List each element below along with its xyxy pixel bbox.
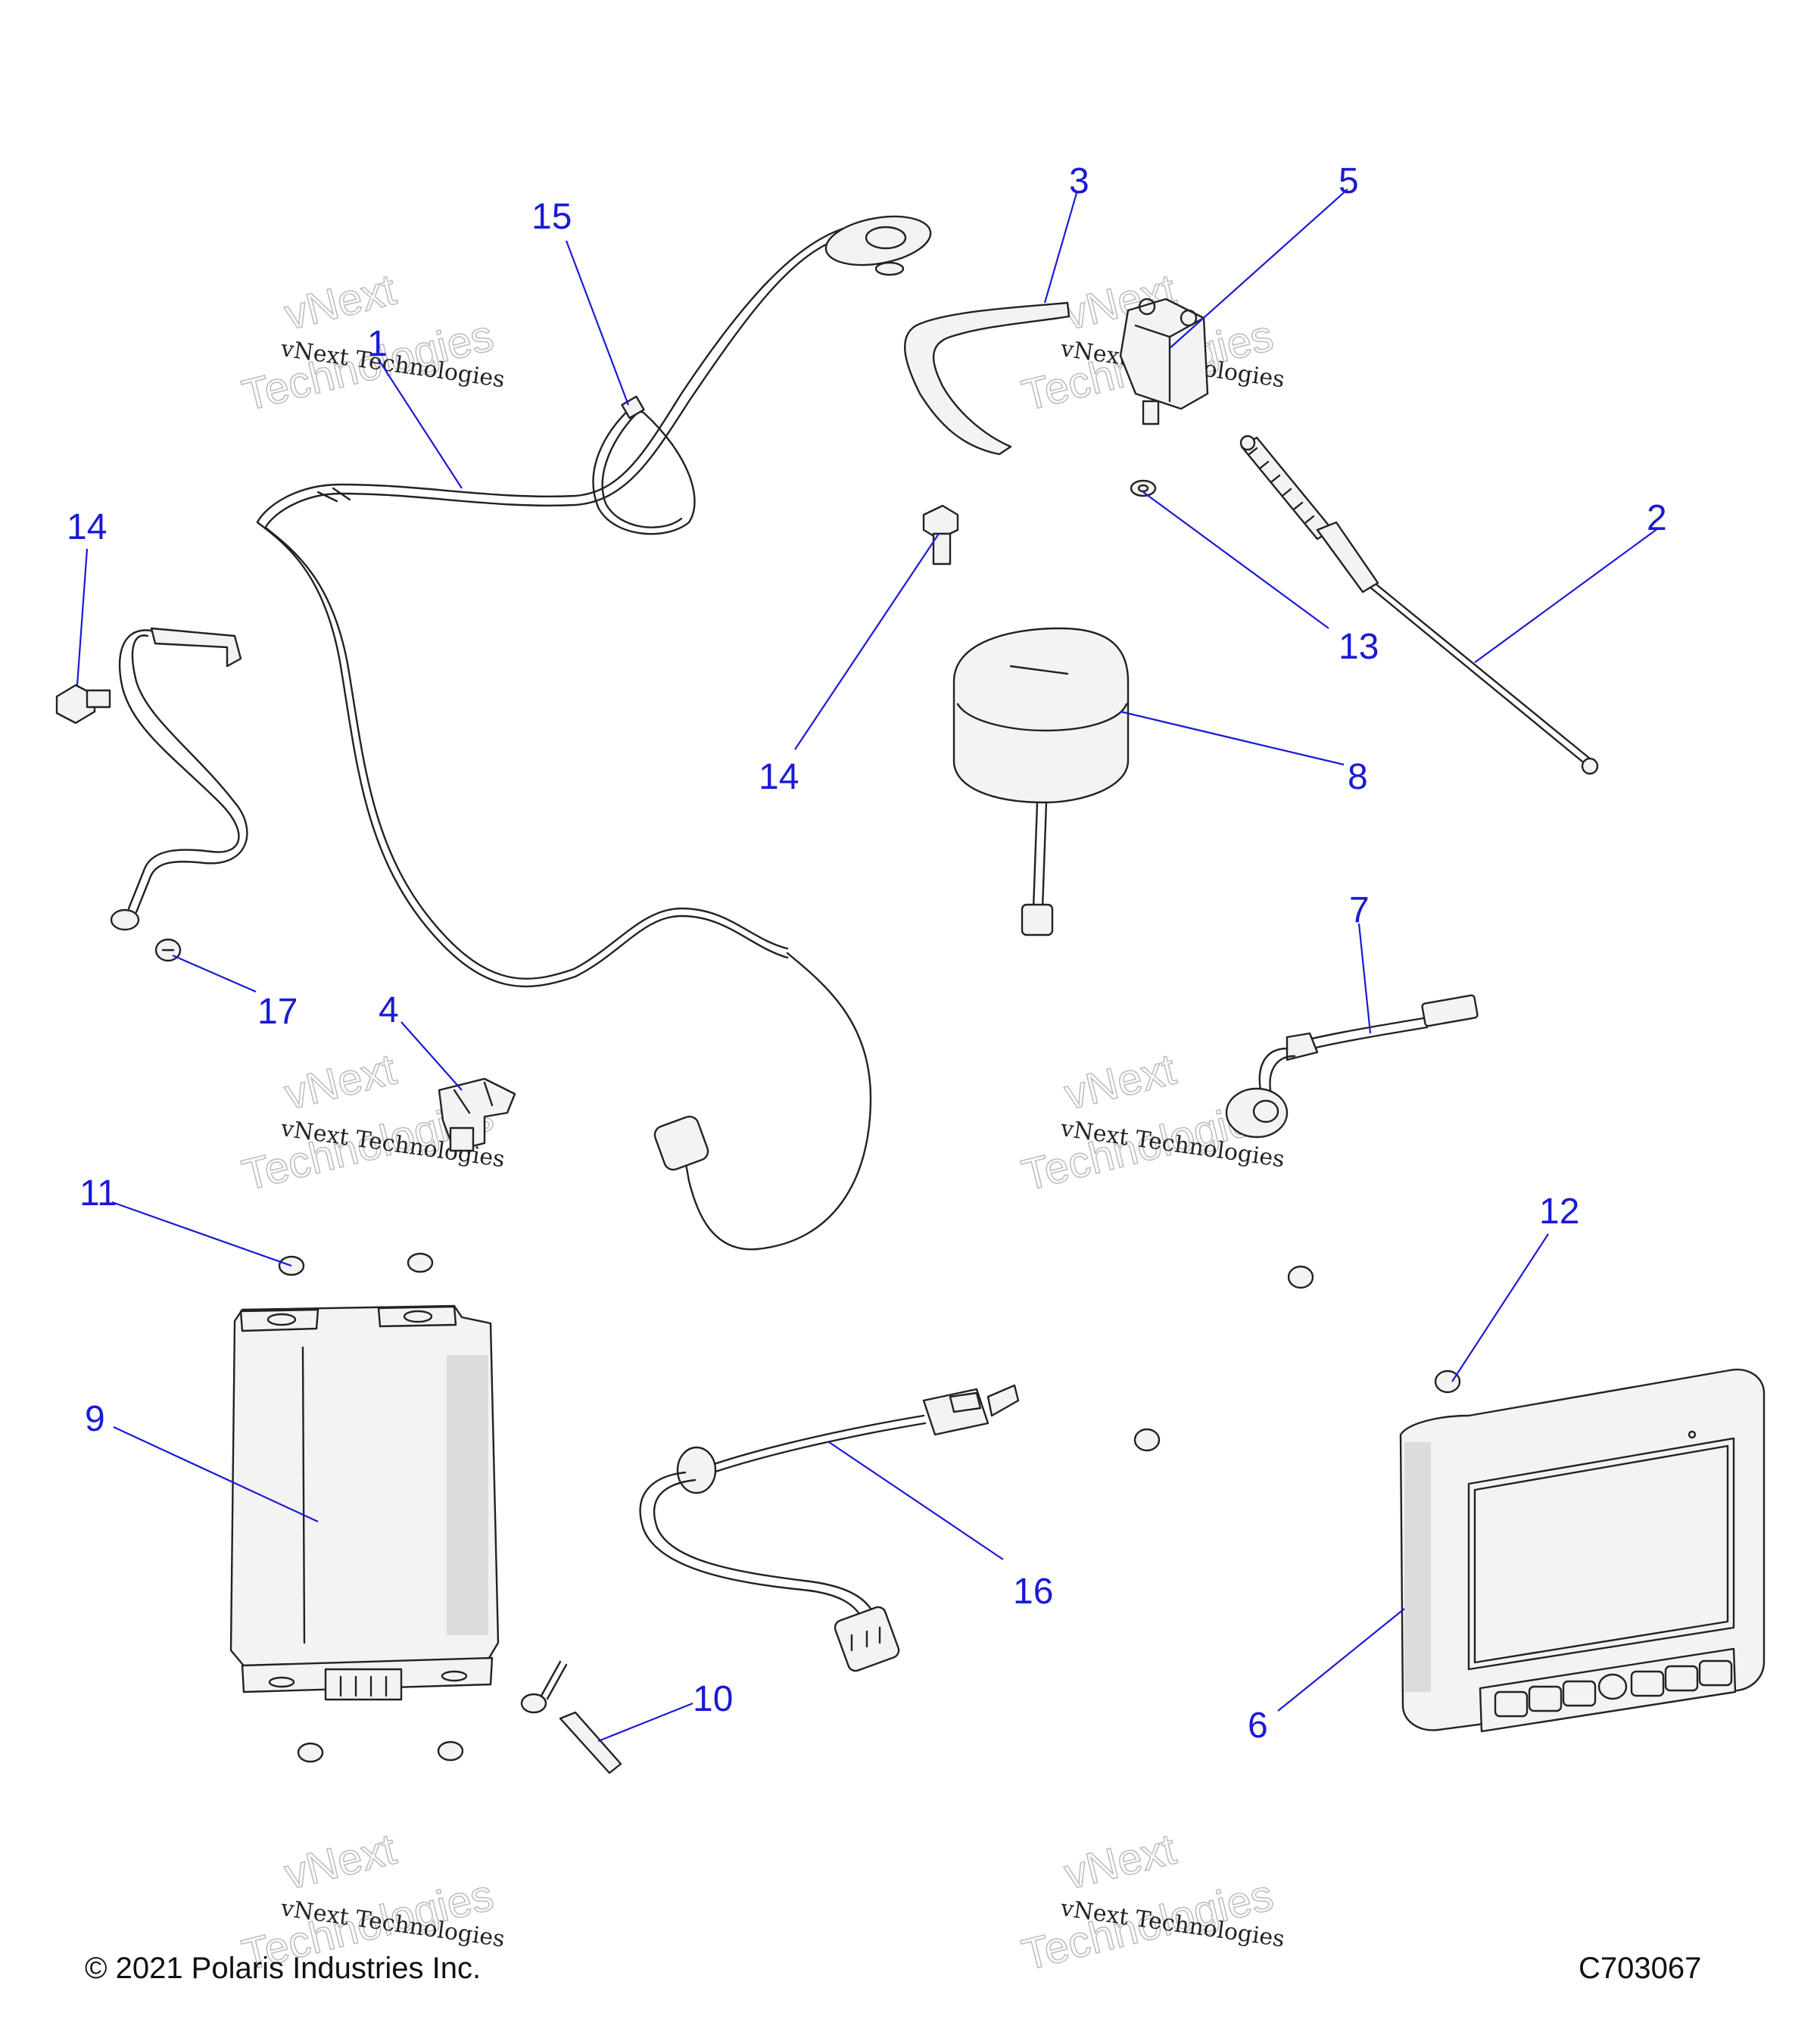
part-5-antenna-mount	[1119, 298, 1209, 425]
part-7-camera-cable	[1225, 994, 1479, 1139]
part-11-screws	[278, 1252, 464, 1763]
part-9-module	[229, 1304, 500, 1701]
part-4-clip	[438, 1077, 516, 1152]
svg-text:vNext: vNext	[280, 1045, 401, 1120]
leader-16	[828, 1441, 1004, 1560]
watermark-6: vNext Technologies	[1017, 1824, 1279, 1980]
callout-2: 2	[1647, 498, 1667, 538]
figure-code: C703067	[1579, 1952, 1702, 1985]
leader-15	[565, 240, 630, 406]
leader-6	[1277, 1608, 1405, 1712]
callout-numbers: 1 2 3 4 5 6 7 8 9 10 11 12 13 14 14 15 1…	[67, 161, 1667, 1746]
copyright-notice: © 2021 Polaris Industries Inc.	[85, 1952, 482, 1985]
part-13-washer	[1130, 479, 1157, 497]
part-14-bolt-top	[922, 504, 959, 566]
part-2-whip-antenna	[1239, 435, 1599, 775]
callout-12: 12	[1539, 1192, 1579, 1232]
leader-4	[400, 1021, 463, 1091]
callout-4: 4	[379, 990, 399, 1030]
part-10-pigtail	[520, 1660, 622, 1774]
watermark-1: vNext Technologies	[237, 264, 499, 421]
svg-text:vNext: vNext	[280, 1824, 401, 1899]
callout-10: 10	[693, 1679, 733, 1719]
callout-7: 7	[1349, 890, 1370, 930]
leader-3	[1043, 192, 1078, 304]
leader-10	[597, 1702, 693, 1743]
leader-14a	[76, 548, 89, 686]
svg-text:vNext: vNext	[1060, 1824, 1181, 1899]
callout-3: 3	[1069, 161, 1089, 201]
callout-15: 15	[531, 197, 572, 237]
callout-13: 13	[1339, 627, 1379, 667]
part-1-harness	[256, 215, 932, 1251]
leader-9	[113, 1426, 319, 1522]
callout-9: 9	[85, 1399, 105, 1439]
part-6-display	[1399, 1368, 1766, 1733]
leader-13	[1142, 491, 1329, 629]
callout-8: 8	[1348, 757, 1368, 797]
callout-17: 17	[257, 992, 298, 1032]
ground-strap	[110, 627, 248, 931]
part-16-usb-cable	[639, 1384, 1020, 1672]
leader-1	[378, 359, 463, 489]
leader-12	[1451, 1233, 1549, 1382]
svg-text:vNext: vNext	[1060, 1045, 1181, 1120]
part-3-strap	[904, 301, 1071, 456]
part-12-screws	[1133, 1265, 1461, 1452]
callout-14a: 14	[67, 507, 107, 547]
leader-14b	[794, 533, 940, 750]
callout-1: 1	[367, 324, 388, 364]
callout-5: 5	[1339, 161, 1359, 201]
leader-5	[1169, 189, 1348, 349]
leader-7	[1357, 923, 1372, 1034]
leader-lines	[76, 189, 1659, 1743]
part-14-bolt-left	[55, 684, 111, 724]
leader-11	[111, 1201, 292, 1267]
part-8-gps-antenna	[952, 627, 1130, 936]
callout-11: 11	[79, 1173, 117, 1214]
callout-16: 16	[1013, 1572, 1053, 1612]
leader-8	[1120, 710, 1345, 766]
callout-14b: 14	[759, 757, 799, 797]
leader-2	[1474, 528, 1659, 663]
callout-6: 6	[1248, 1706, 1268, 1746]
leader-17	[172, 954, 257, 993]
